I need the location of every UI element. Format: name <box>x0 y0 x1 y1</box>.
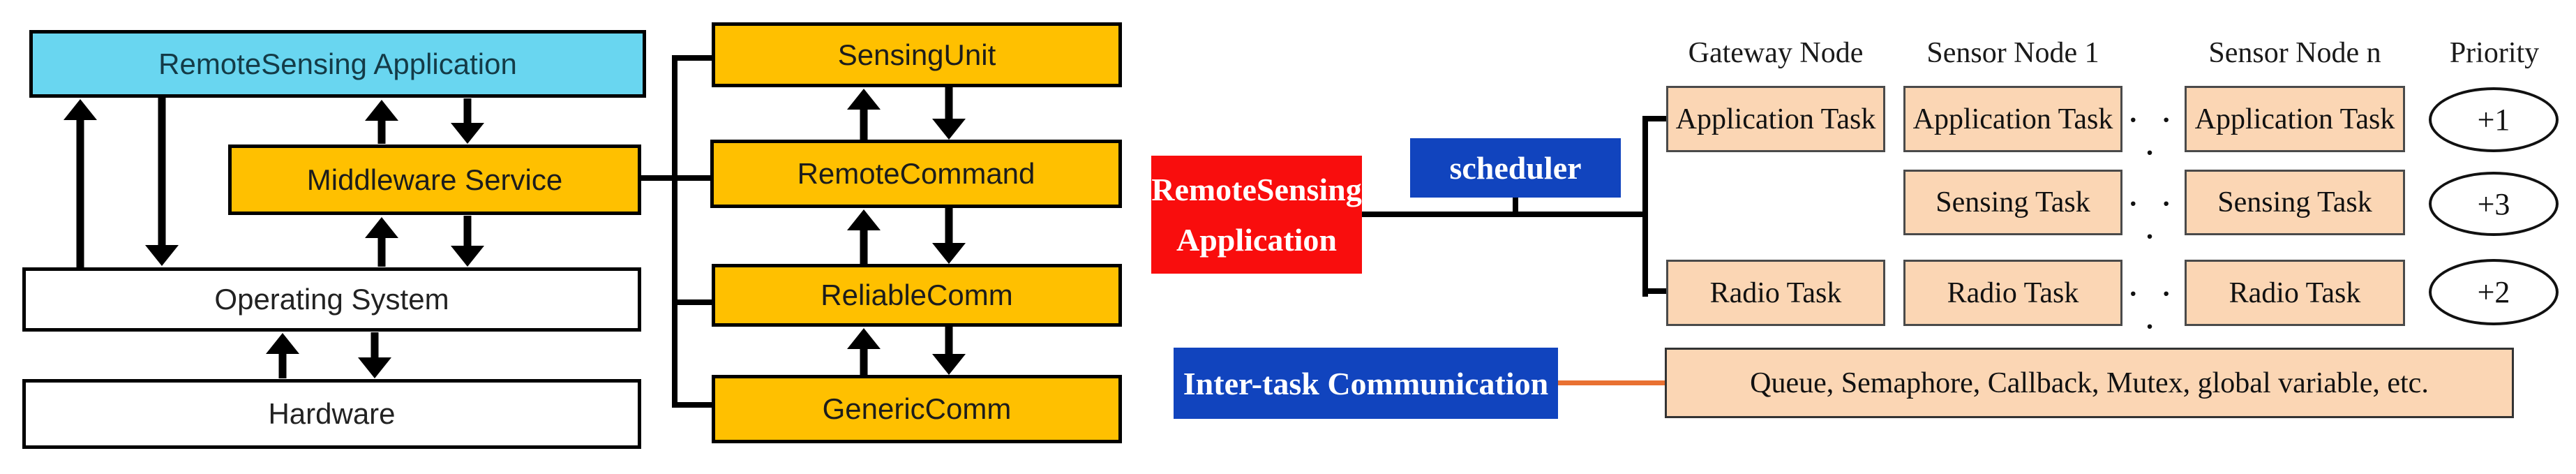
ellipsis-dots: · · · <box>2128 278 2180 342</box>
intertask-communication-box: Inter-task Communication <box>1174 348 1558 419</box>
bracket-stub-genericcomm <box>672 402 712 408</box>
priority-ellipse-sensing: +3 <box>2429 172 2559 236</box>
component-genericcomm: GenericComm <box>712 375 1122 443</box>
layer-label: Middleware Service <box>306 163 563 196</box>
task-box-sensor1-radio: Radio Task <box>1903 260 2122 326</box>
scheduler-tick-line <box>1513 198 1518 214</box>
task-box-sensor1-application: Application Task <box>1903 86 2122 152</box>
arrow-down <box>358 332 391 378</box>
task-box-sensor1-sensing: Sensing Task <box>1903 170 2122 235</box>
ipc-mechanisms-box: Queue, Semaphore, Callback, Mutex, globa… <box>1665 348 2514 418</box>
app-box-line1: RemoteSensing <box>1151 172 1362 208</box>
arrow-up <box>847 209 881 264</box>
column-header-sensor-node-1: Sensor Node 1 <box>1926 37 2099 69</box>
arrow-up <box>266 333 299 378</box>
layer-remotesensing-application: RemoteSensing Application <box>29 30 646 98</box>
scheduler-box: scheduler <box>1410 138 1621 198</box>
bracket-vertical-line <box>672 55 677 408</box>
component-label: ReliableComm <box>821 279 1013 311</box>
task-box-sensorn-radio: Radio Task <box>2185 260 2405 326</box>
arrow-up <box>63 99 97 267</box>
arrow-down <box>451 98 484 144</box>
column-header-sensor-node-n: Sensor Node n <box>2208 37 2381 69</box>
ellipsis-dots: · · · <box>2128 188 2180 252</box>
task-bracket-stub-top <box>1642 116 1668 121</box>
task-box-sensorn-sensing: Sensing Task <box>2185 170 2405 235</box>
component-sensingunit: SensingUnit <box>712 22 1122 87</box>
intertask-label: Inter-task Communication <box>1183 365 1549 401</box>
layer-middleware-service: Middleware Service <box>228 145 641 215</box>
task-box-sensorn-application: Application Task <box>2185 86 2405 152</box>
arrow-up <box>847 89 881 140</box>
component-label: GenericComm <box>822 392 1012 425</box>
arrow-down <box>932 327 966 375</box>
arrow-up <box>847 328 881 375</box>
main-connector-line <box>1362 212 1648 217</box>
task-bracket-stub-bottom <box>1642 288 1668 294</box>
layer-label: Hardware <box>268 397 396 430</box>
arrow-down <box>451 216 484 267</box>
layer-label: Operating System <box>214 283 449 316</box>
layer-label: RemoteSensing Application <box>158 47 517 80</box>
bracket-stub-remotecommand <box>638 175 712 181</box>
priority-ellipse-radio: +2 <box>2429 259 2559 325</box>
arrow-down <box>145 98 179 266</box>
task-box-gateway-application: Application Task <box>1666 86 1885 152</box>
ipc-label: Queue, Semaphore, Callback, Mutex, globa… <box>1750 366 2429 399</box>
component-label: SensingUnit <box>837 38 996 71</box>
ellipsis-dots: · · · <box>2128 104 2180 168</box>
component-label: RemoteCommand <box>797 157 1035 190</box>
column-header-priority: Priority <box>2449 37 2540 69</box>
column-header-gateway-node: Gateway Node <box>1688 37 1864 69</box>
task-box-gateway-radio: Radio Task <box>1666 260 1885 326</box>
arrow-up <box>365 217 398 267</box>
layer-operating-system: Operating System <box>22 267 641 332</box>
task-bracket-vertical <box>1642 116 1648 297</box>
bracket-stub-reliablecomm <box>672 299 712 305</box>
remotesensing-application-box: RemoteSensing Application <box>1151 156 1362 274</box>
scheduler-label: scheduler <box>1449 150 1582 186</box>
priority-ellipse-application: +1 <box>2429 87 2559 152</box>
app-box-line2: Application <box>1176 221 1338 258</box>
arrow-down <box>932 87 966 140</box>
arrow-down <box>932 208 966 264</box>
component-remotecommand: RemoteCommand <box>710 140 1122 208</box>
bracket-stub-sensingunit <box>672 55 714 61</box>
intertask-connector-line <box>1558 380 1665 385</box>
component-reliablecomm: ReliableComm <box>712 264 1122 327</box>
arrow-up <box>365 100 398 144</box>
layer-hardware: Hardware <box>22 379 641 449</box>
